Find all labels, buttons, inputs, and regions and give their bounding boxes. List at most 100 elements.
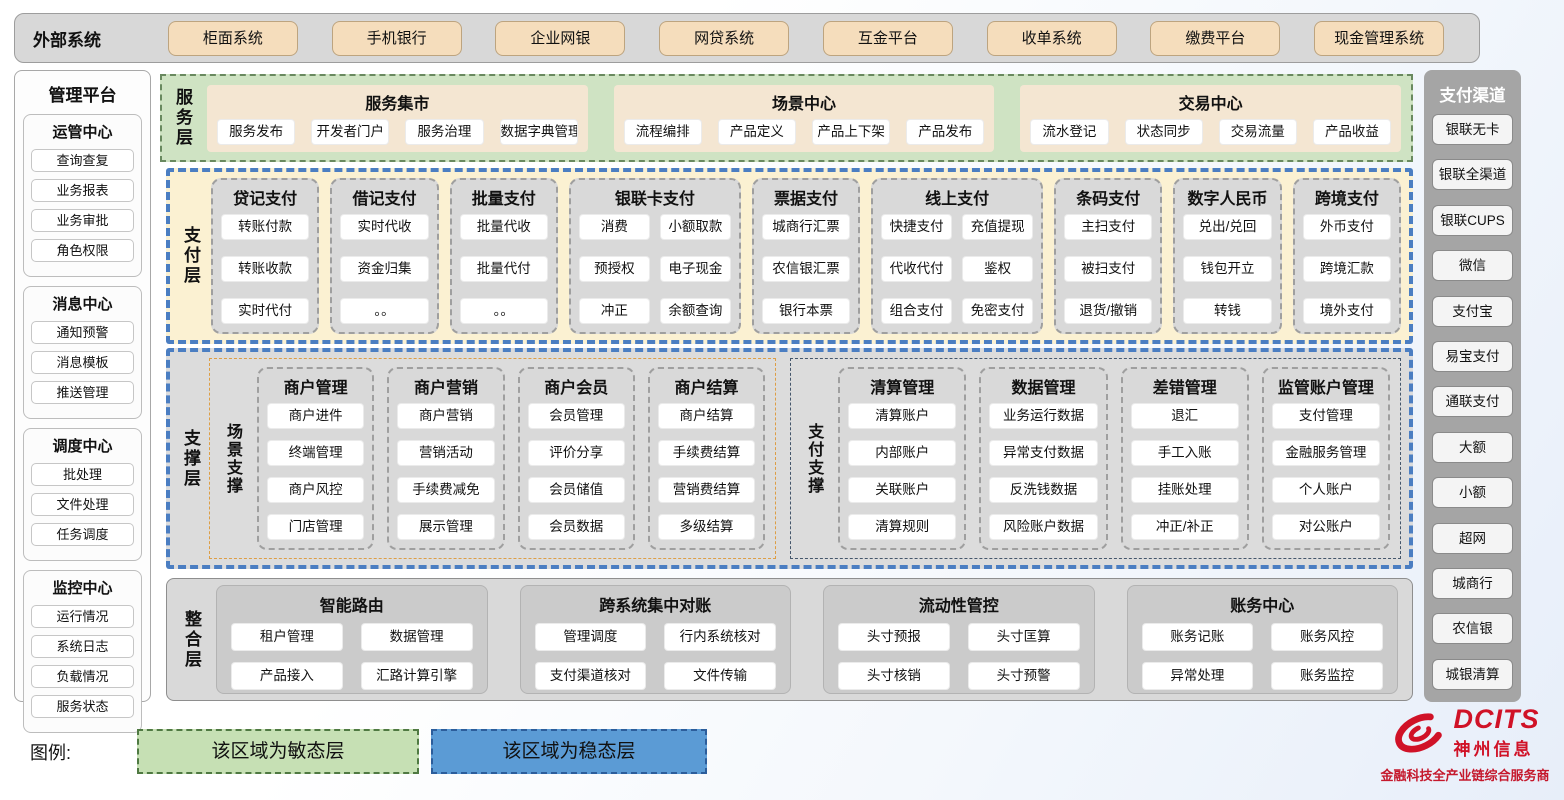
support-item-button[interactable]: 挂账处理	[1130, 477, 1239, 503]
support-item-button[interactable]: 会员数据	[527, 514, 625, 540]
support-item-button[interactable]: 手续费减免	[397, 477, 495, 503]
payment-item-button[interactable]: 免密支付	[962, 298, 1034, 324]
integration-item-button[interactable]: 汇路计算引擎	[360, 662, 473, 690]
payment-item-button[interactable]: 兑出/兑回	[1183, 214, 1272, 240]
management-item-button[interactable]: 查询查复	[31, 149, 134, 172]
payment-channel-button[interactable]: 城商行	[1432, 568, 1513, 600]
payment-item-button[interactable]: 转账付款	[221, 214, 310, 240]
support-item-button[interactable]: 个人账户	[1271, 477, 1380, 503]
support-item-button[interactable]: 商户进件	[267, 403, 365, 429]
payment-channel-button[interactable]: 银联无卡	[1432, 114, 1513, 145]
service-item-button[interactable]: 产品收益	[1312, 118, 1392, 145]
support-item-button[interactable]: 冲正/补正	[1130, 514, 1239, 540]
management-item-button[interactable]: 运行情况	[31, 605, 134, 628]
integration-item-button[interactable]: 数据管理	[360, 623, 473, 651]
support-item-button[interactable]: 营销费结算	[657, 477, 756, 503]
payment-item-button[interactable]: 电子现金	[659, 256, 731, 282]
integration-item-button[interactable]: 头寸核销	[838, 662, 950, 690]
support-item-button[interactable]: 清算账户	[848, 403, 957, 429]
payment-channel-button[interactable]: 银联CUPS	[1432, 204, 1513, 236]
payment-item-button[interactable]: 批量代收	[459, 214, 548, 240]
integration-item-button[interactable]: 账务监控	[1271, 662, 1383, 690]
management-item-button[interactable]: 通知预警	[31, 321, 134, 344]
service-item-button[interactable]: 服务发布	[217, 118, 296, 145]
integration-item-button[interactable]: 文件传输	[664, 662, 776, 690]
payment-item-button[interactable]: 鉴权	[962, 256, 1034, 282]
support-item-button[interactable]: 会员储值	[527, 477, 625, 503]
management-item-button[interactable]: 服务状态	[31, 695, 134, 718]
support-item-button[interactable]: 金融服务管理	[1271, 440, 1380, 466]
payment-channel-button[interactable]: 小额	[1432, 477, 1513, 509]
external-system-button[interactable]: 缴费平台	[1150, 20, 1281, 56]
support-item-button[interactable]: 关联账户	[848, 477, 957, 503]
integration-item-button[interactable]: 管理调度	[534, 623, 647, 651]
payment-item-button[interactable]: 转钱	[1183, 298, 1272, 324]
payment-item-button[interactable]: 预授权	[578, 256, 650, 282]
integration-item-button[interactable]: 行内系统核对	[664, 623, 776, 651]
payment-channel-button[interactable]: 易宝支付	[1432, 341, 1513, 373]
management-item-button[interactable]: 文件处理	[31, 493, 134, 516]
support-item-button[interactable]: 风险账户数据	[989, 514, 1098, 540]
support-item-button[interactable]: 支付管理	[1271, 403, 1380, 429]
payment-item-button[interactable]: 组合支付	[881, 298, 953, 324]
support-item-button[interactable]: 业务运行数据	[989, 403, 1098, 429]
service-item-button[interactable]: 流水登记	[1030, 118, 1109, 145]
payment-item-button[interactable]: 实时代付	[221, 298, 310, 324]
payment-item-button[interactable]: 消费	[578, 214, 650, 240]
payment-channel-button[interactable]: 支付宝	[1432, 295, 1513, 327]
support-item-button[interactable]: 手工入账	[1130, 440, 1239, 466]
payment-item-button[interactable]: 充值提现	[962, 214, 1034, 240]
payment-item-button[interactable]: 批量代付	[459, 256, 548, 282]
payment-item-button[interactable]: 境外支付	[1302, 298, 1391, 324]
payment-channel-button[interactable]: 银联全渠道	[1432, 159, 1513, 191]
payment-item-button[interactable]: 冲正	[578, 298, 650, 324]
payment-channel-button[interactable]: 超网	[1432, 522, 1513, 554]
service-item-button[interactable]: 数据字典管理	[499, 118, 578, 145]
external-system-button[interactable]: 收单系统	[986, 20, 1117, 56]
payment-item-button[interactable]: 实时代收	[340, 214, 429, 240]
service-item-button[interactable]: 产品发布	[906, 118, 985, 145]
support-item-button[interactable]: 会员管理	[527, 403, 625, 429]
integration-item-button[interactable]: 支付渠道核对	[534, 662, 647, 690]
external-system-button[interactable]: 互金平台	[822, 20, 953, 56]
management-item-button[interactable]: 消息模板	[31, 351, 134, 374]
payment-item-button[interactable]: 。。	[340, 298, 429, 324]
payment-item-button[interactable]: 退货/撤销	[1064, 298, 1153, 324]
support-item-button[interactable]: 评价分享	[527, 440, 625, 466]
payment-item-button[interactable]: 农信银汇票	[761, 256, 851, 282]
integration-item-button[interactable]: 产品接入	[231, 662, 343, 690]
management-item-button[interactable]: 业务报表	[31, 179, 134, 202]
support-item-button[interactable]: 商户营销	[397, 403, 495, 429]
integration-item-button[interactable]: 头寸匡算	[967, 623, 1080, 651]
payment-item-button[interactable]: 快捷支付	[881, 214, 953, 240]
management-item-button[interactable]: 批处理	[31, 463, 134, 486]
service-item-button[interactable]: 服务治理	[405, 118, 484, 145]
payment-channel-button[interactable]: 大额	[1432, 431, 1513, 463]
external-system-button[interactable]: 网贷系统	[659, 20, 790, 56]
payment-item-button[interactable]: 银行本票	[761, 298, 851, 324]
management-item-button[interactable]: 负载情况	[31, 665, 134, 688]
payment-item-button[interactable]: 余额查询	[659, 298, 731, 324]
support-item-button[interactable]: 反洗钱数据	[989, 477, 1098, 503]
management-item-button[interactable]: 角色权限	[31, 239, 134, 262]
support-item-button[interactable]: 对公账户	[1271, 514, 1380, 540]
support-item-button[interactable]: 退汇	[1130, 403, 1239, 429]
support-item-button[interactable]: 多级结算	[657, 514, 756, 540]
payment-channel-button[interactable]: 通联支付	[1432, 386, 1513, 418]
external-system-button[interactable]: 企业网银	[495, 20, 626, 56]
management-item-button[interactable]: 系统日志	[31, 635, 134, 658]
integration-item-button[interactable]: 头寸预警	[967, 662, 1080, 690]
integration-item-button[interactable]: 账务风控	[1271, 623, 1383, 651]
payment-item-button[interactable]: 转账收款	[221, 256, 310, 282]
service-item-button[interactable]: 状态同步	[1124, 118, 1203, 145]
payment-item-button[interactable]: 外币支付	[1302, 214, 1391, 240]
support-item-button[interactable]: 商户结算	[657, 403, 756, 429]
integration-item-button[interactable]: 账务记账	[1141, 623, 1254, 651]
payment-item-button[interactable]: 被扫支付	[1064, 256, 1153, 282]
payment-item-button[interactable]: 跨境汇款	[1302, 256, 1391, 282]
payment-item-button[interactable]: 资金归集	[340, 256, 429, 282]
external-system-button[interactable]: 柜面系统	[167, 20, 298, 56]
support-item-button[interactable]: 内部账户	[848, 440, 957, 466]
service-item-button[interactable]: 流程编排	[623, 118, 702, 145]
payment-item-button[interactable]: 城商行汇票	[761, 214, 851, 240]
